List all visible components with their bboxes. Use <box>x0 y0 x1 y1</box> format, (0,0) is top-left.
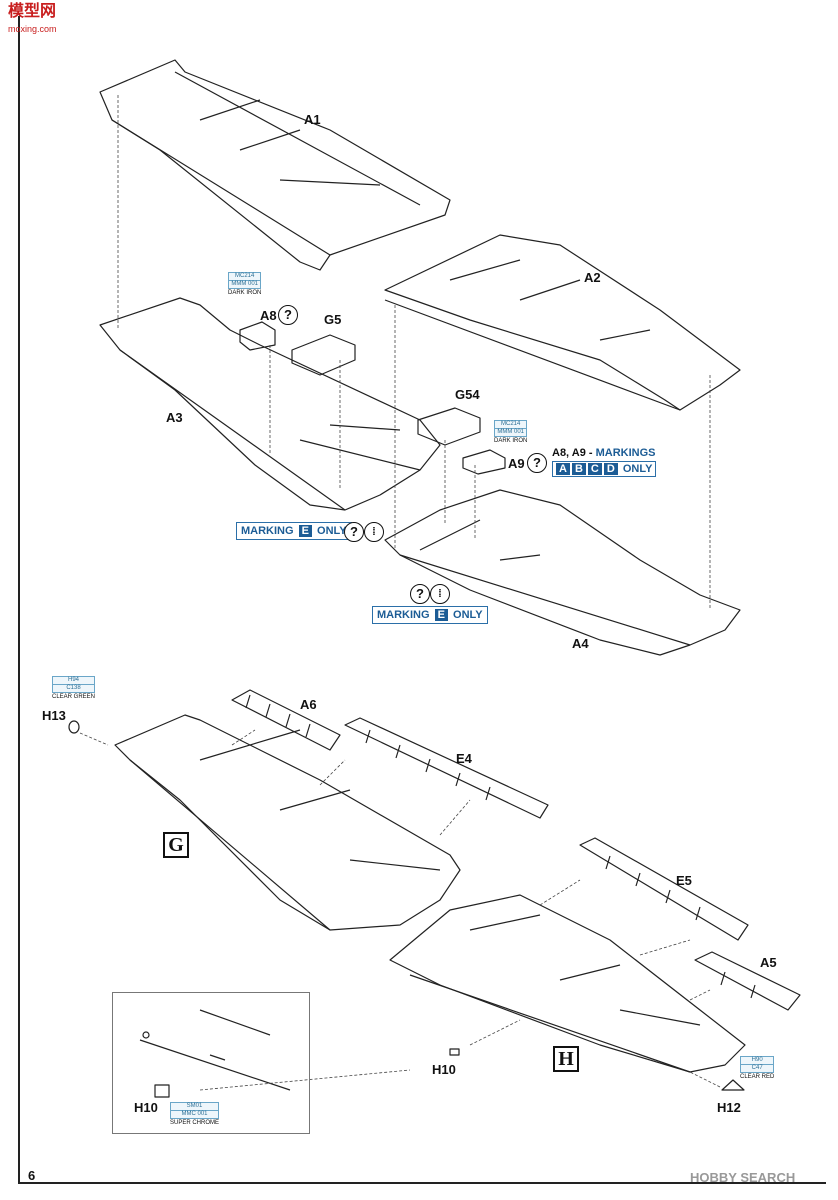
part-a4-lower-wing <box>384 489 741 656</box>
part-a2-upper-wing <box>384 234 741 411</box>
part-e5 <box>579 837 749 941</box>
part-a5 <box>694 951 801 1011</box>
paint-callout-h90: H90 C47 CLEAR RED <box>740 1056 775 1080</box>
label-a6: A6 <box>300 697 317 712</box>
label-h10-inset: H10 <box>134 1100 158 1115</box>
label-g5: G5 <box>324 312 342 327</box>
part-h10-inset-light <box>154 1084 170 1098</box>
part-g5 <box>291 334 356 376</box>
label-h10: H10 <box>432 1062 456 1077</box>
page-frame <box>18 16 826 1184</box>
paint-callout-sm01: SM01 MMC 001 SUPER CHROME <box>170 1102 220 1126</box>
part-a1-upper-wing <box>99 59 451 271</box>
paint-callout-mc214: MC214 MMM 001 DARK IRON <box>228 272 262 296</box>
part-a9 <box>462 449 506 475</box>
section-label-h: H <box>553 1046 579 1072</box>
drill-hole-icon: ⁞ <box>364 522 384 542</box>
part-h10-light <box>449 1048 460 1056</box>
question-icon: ? <box>527 453 547 473</box>
paint-callout-mc214: MC214 MMM 001 DARK IRON <box>494 420 528 444</box>
part-g54 <box>417 407 481 446</box>
label-e5: E5 <box>676 873 692 888</box>
paint-callout-h94: H94 C138 CLEAR GREEN <box>52 676 96 700</box>
label-h12: H12 <box>717 1100 741 1115</box>
label-a5: A5 <box>760 955 777 970</box>
label-a9: A9 <box>508 456 525 471</box>
question-icon: ? <box>410 584 430 604</box>
page-number: 6 <box>28 1168 36 1183</box>
part-e4 <box>344 717 549 819</box>
label-h13: H13 <box>42 708 66 723</box>
marking-e-only-note: MARKING E ONLY <box>372 606 488 624</box>
section-label-g: G <box>163 832 189 858</box>
marking-e-only-note: MARKING E ONLY <box>236 522 352 540</box>
drill-hole-icon: ⁞ <box>430 584 450 604</box>
site-logo-subtext: moxing.com <box>8 24 57 34</box>
site-logo: 模型网 <box>8 3 57 20</box>
part-g-wing <box>114 714 461 931</box>
part-a3-lower-wing <box>99 297 441 511</box>
part-a8 <box>239 321 276 351</box>
label-a1: A1 <box>304 112 321 127</box>
part-h-wing <box>389 894 746 1073</box>
question-icon: ? <box>344 522 364 542</box>
label-e4: E4 <box>456 751 472 766</box>
label-a8: A8 <box>260 308 277 323</box>
detail-inset <box>112 992 310 1134</box>
question-icon: ? <box>278 305 298 325</box>
part-h12-lens <box>721 1079 745 1091</box>
label-a3: A3 <box>166 410 183 425</box>
watermark: HOBBY SEARCH <box>690 1170 796 1185</box>
label-g54: G54 <box>455 387 480 402</box>
part-a6 <box>231 689 341 751</box>
label-a2: A2 <box>584 270 601 285</box>
label-a4: A4 <box>572 636 589 651</box>
part-h13-lens <box>68 720 80 734</box>
